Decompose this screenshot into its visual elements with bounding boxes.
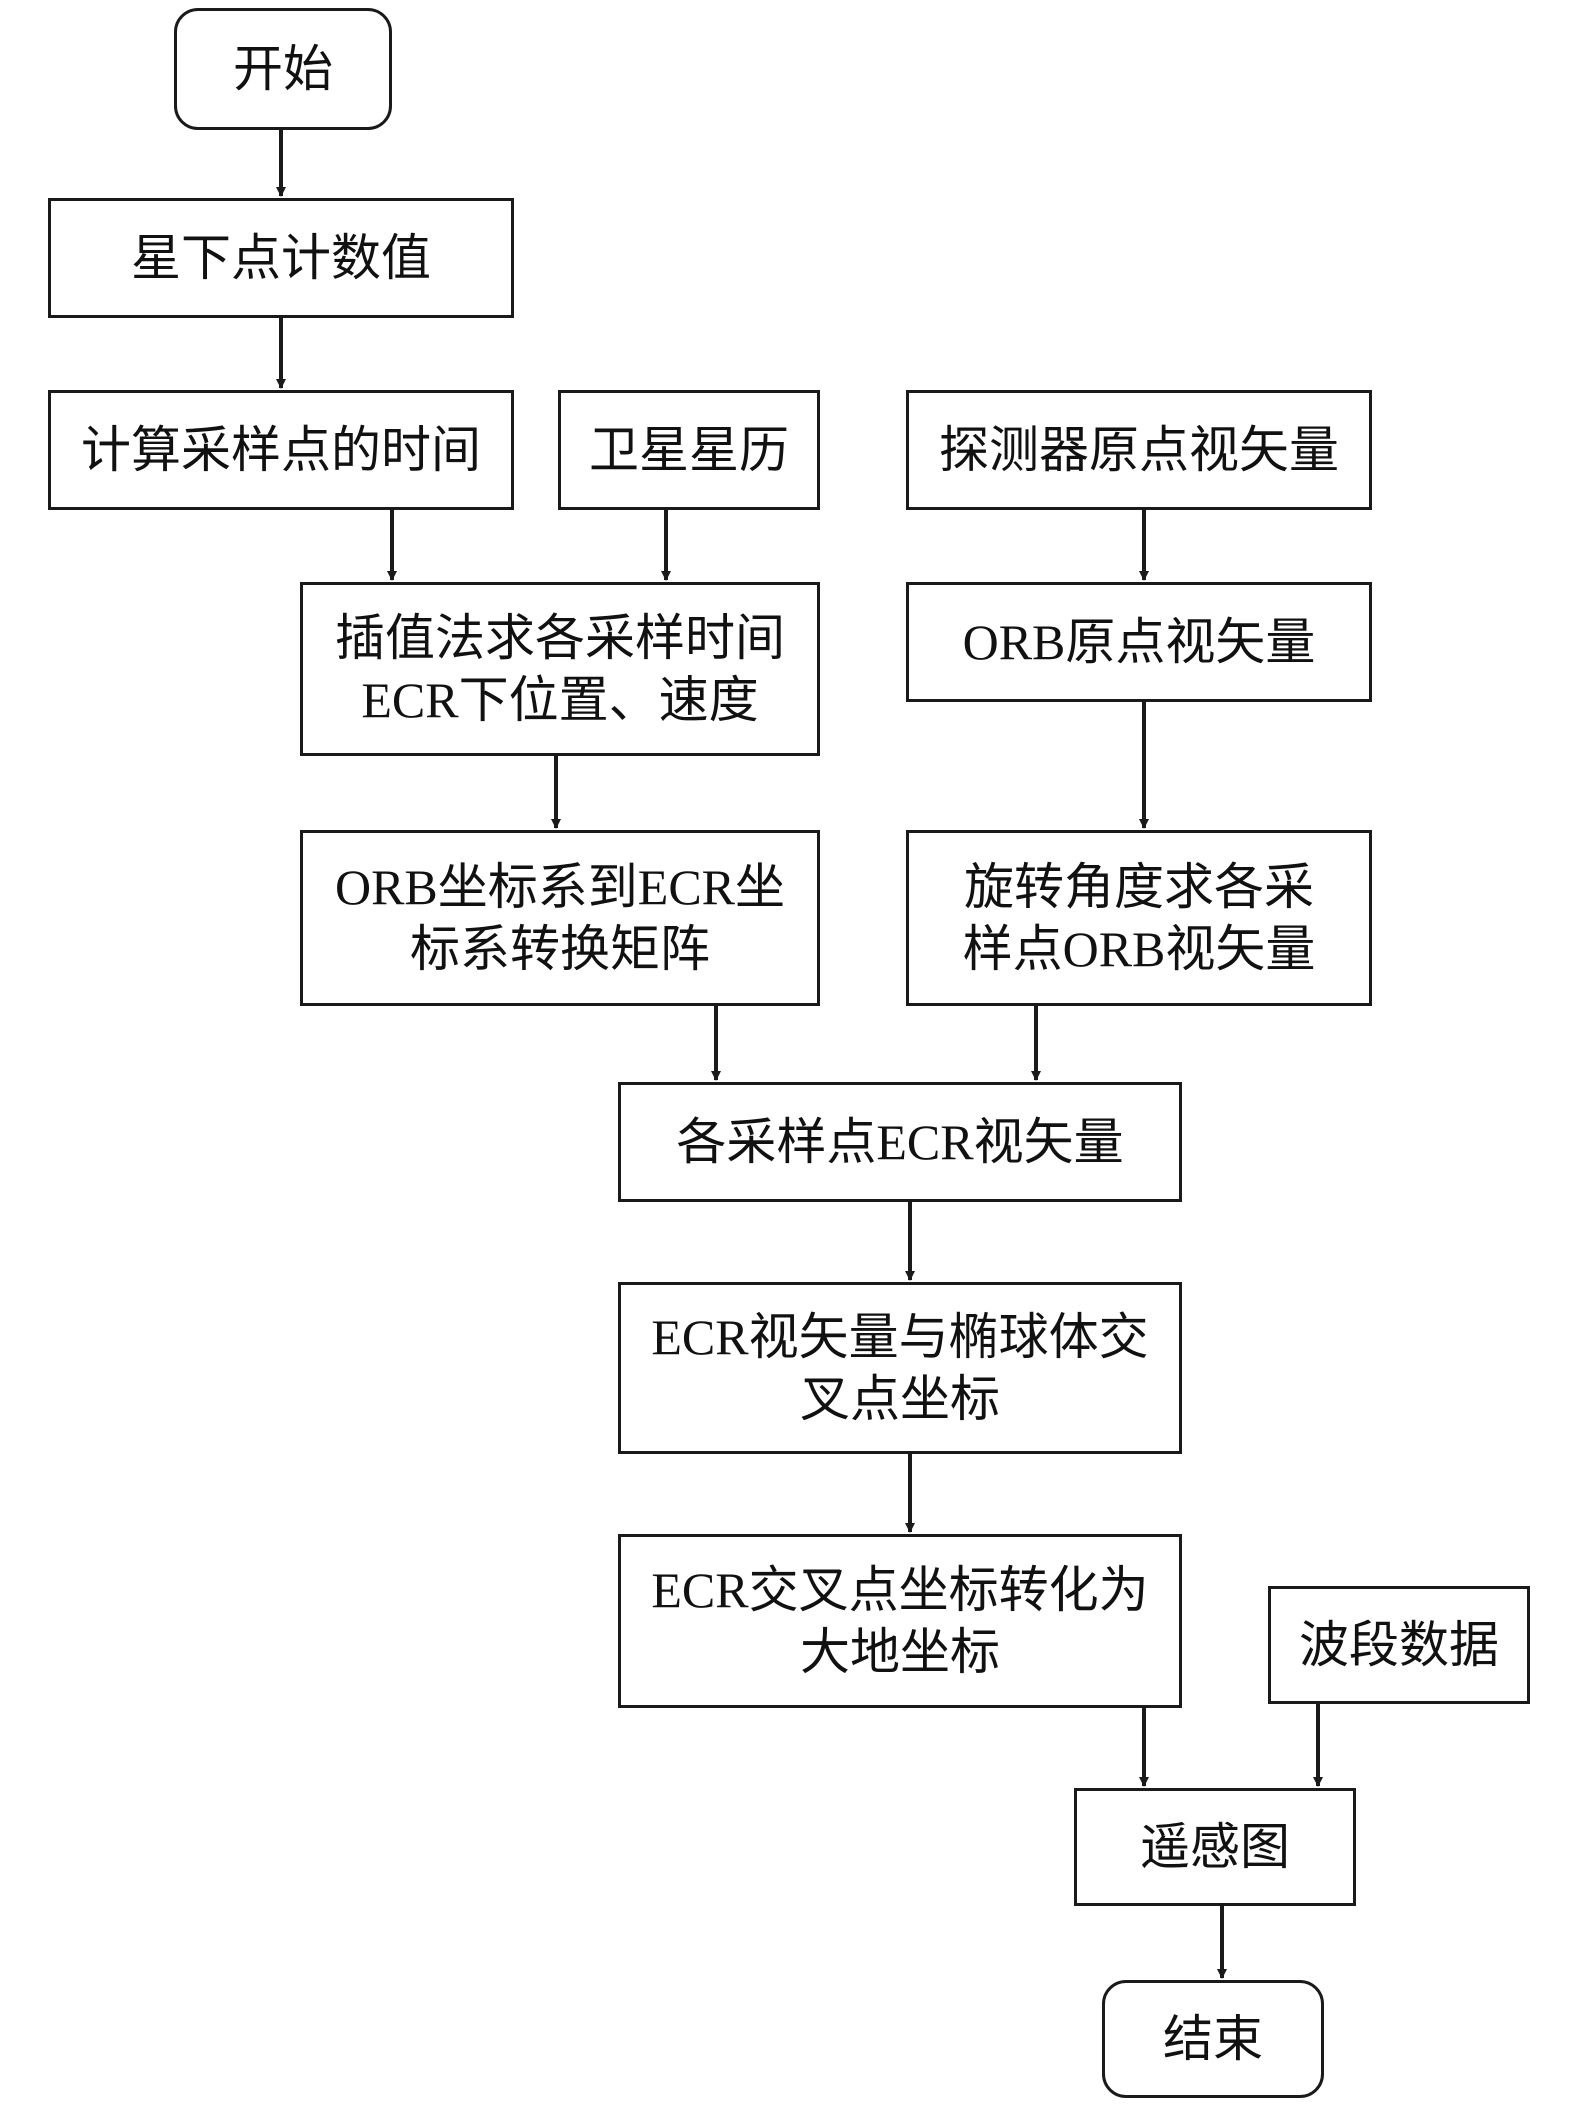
detector-origin-label: 探测器原点视矢量 <box>939 422 1339 478</box>
geodetic-label-line1: ECR交叉点坐标转化为 <box>651 1562 1149 1618</box>
geodetic-label-line2: 大地坐标 <box>800 1624 1000 1680</box>
orb-to-ecr-label-line2: 标系转换矩阵 <box>410 921 710 977</box>
rotation-node: 旋转角度求各采 样点ORB视矢量 <box>906 830 1372 1006</box>
ecr-vector-node: 各采样点ECR视矢量 <box>618 1082 1182 1202</box>
band-data-label: 波段数据 <box>1299 1617 1499 1673</box>
rotation-label-line1: 旋转角度求各采 <box>964 859 1314 915</box>
interpolation-label-line2: ECR下位置、速度 <box>361 672 759 728</box>
end-label: 结束 <box>1163 2011 1263 2067</box>
end-node: 结束 <box>1102 1980 1324 2098</box>
start-label: 开始 <box>233 41 333 97</box>
intersection-label-line2: 叉点坐标 <box>800 1371 1000 1427</box>
orb-origin-label: ORB原点视矢量 <box>962 614 1316 670</box>
orb-origin-node: ORB原点视矢量 <box>906 582 1372 702</box>
interpolation-node: 插值法求各采样时间 ECR下位置、速度 <box>300 582 820 756</box>
intersection-label-line1: ECR视矢量与椭球体交 <box>651 1309 1149 1365</box>
ephemeris-node: 卫星星历 <box>558 390 820 510</box>
band-data-node: 波段数据 <box>1268 1586 1530 1704</box>
remote-sensing-image-label: 遥感图 <box>1140 1819 1290 1875</box>
subsatellite-count-label: 星下点计数值 <box>131 230 431 286</box>
start-node: 开始 <box>174 8 392 130</box>
subsatellite-count-node: 星下点计数值 <box>48 198 514 318</box>
intersection-node: ECR视矢量与椭球体交 叉点坐标 <box>618 1282 1182 1454</box>
orb-to-ecr-label-line1: ORB坐标系到ECR坐 <box>334 859 786 915</box>
geodetic-node: ECR交叉点坐标转化为 大地坐标 <box>618 1534 1182 1708</box>
sample-time-label: 计算采样点的时间 <box>81 422 481 478</box>
detector-origin-node: 探测器原点视矢量 <box>906 390 1372 510</box>
orb-to-ecr-node: ORB坐标系到ECR坐 标系转换矩阵 <box>300 830 820 1006</box>
ephemeris-label: 卫星星历 <box>589 422 789 478</box>
ecr-vector-label: 各采样点ECR视矢量 <box>676 1114 1124 1170</box>
interpolation-label-line1: 插值法求各采样时间 <box>335 610 785 666</box>
sample-time-node: 计算采样点的时间 <box>48 390 514 510</box>
remote-sensing-image-node: 遥感图 <box>1074 1788 1356 1906</box>
rotation-label-line2: 样点ORB视矢量 <box>962 921 1316 977</box>
